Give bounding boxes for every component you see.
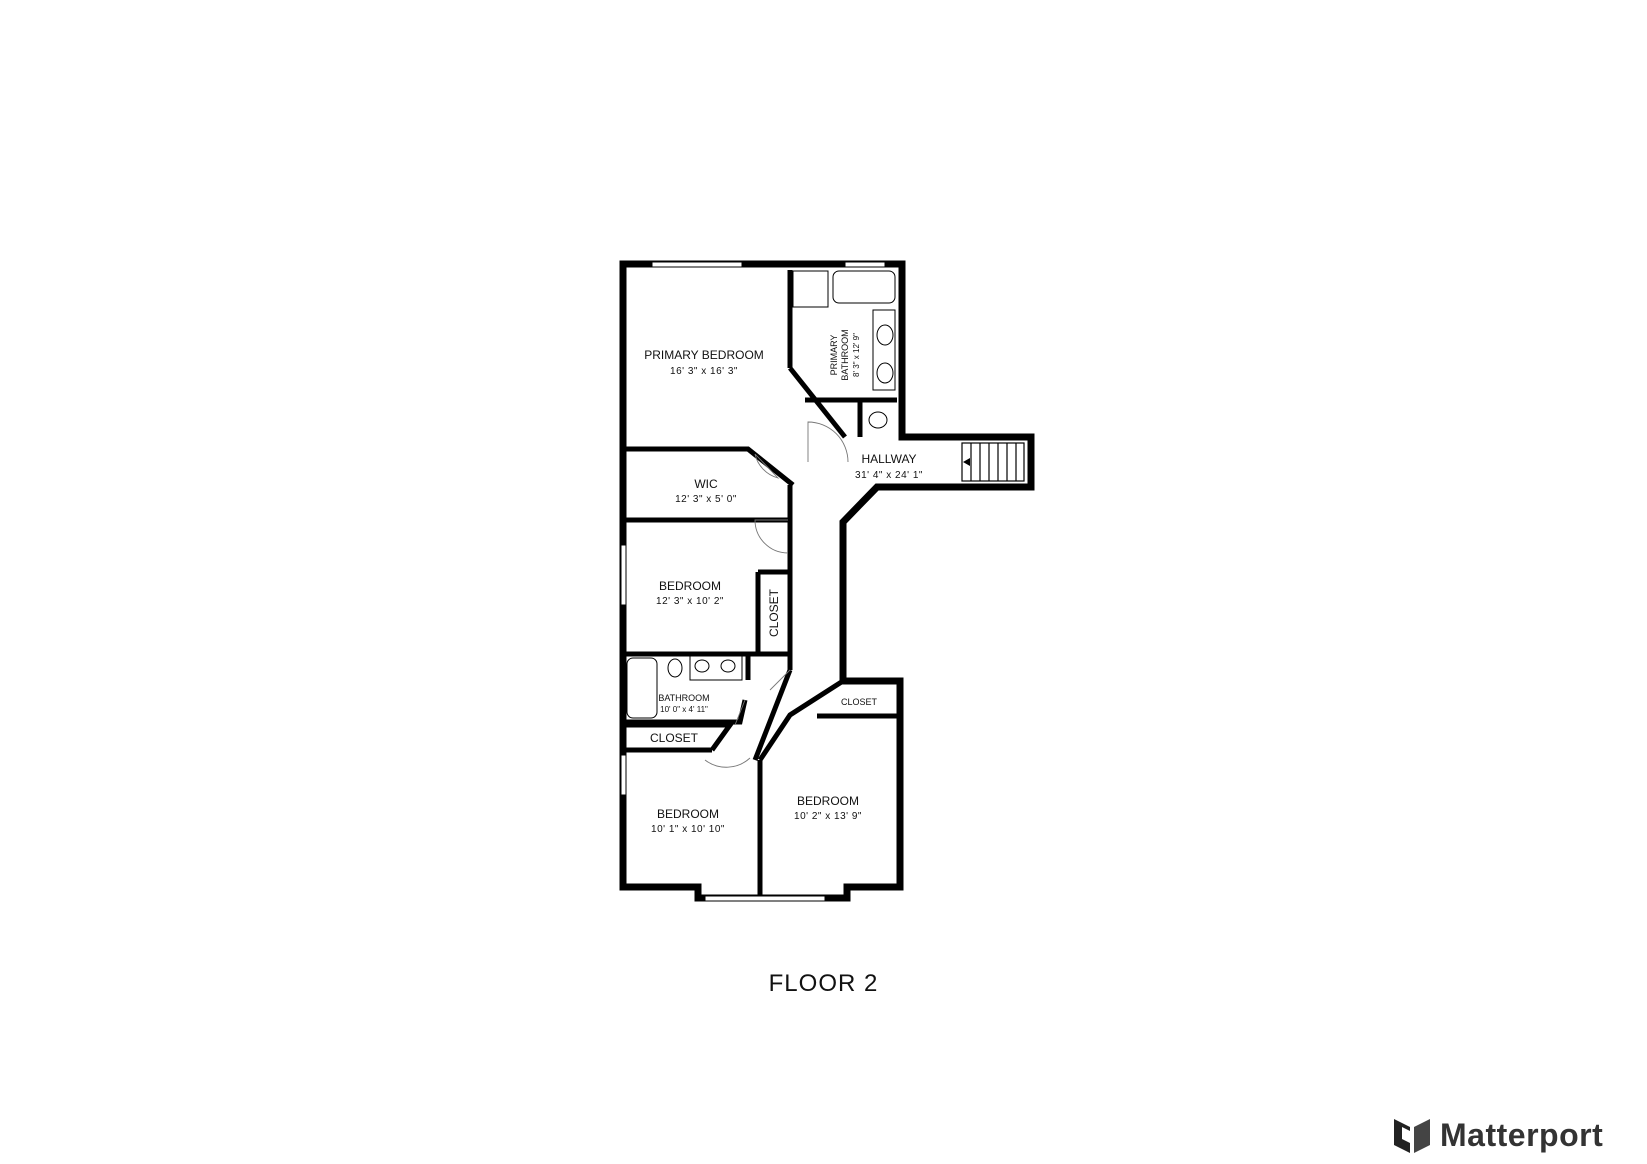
room-dims-bathroom: 10' 0" x 4' 11" bbox=[660, 705, 708, 714]
shower bbox=[792, 270, 829, 308]
brand-logo: Matterport bbox=[1392, 1115, 1603, 1155]
outer-walls bbox=[619, 260, 1035, 902]
room-dims-primary-bathroom: 8' 3" x 12' 9" bbox=[852, 333, 861, 377]
room-name-bedroom-3: BEDROOM bbox=[657, 807, 719, 821]
room-dims-wic: 12' 3" x 5' 0" bbox=[675, 494, 737, 505]
window bbox=[704, 895, 826, 902]
door-swing bbox=[704, 757, 751, 768]
window bbox=[620, 544, 627, 606]
room-labels: PRIMARY BEDROOM 16' 3" x 16' 3" PRIMARY … bbox=[644, 329, 923, 835]
toilet bbox=[667, 658, 683, 678]
matterport-logo-icon bbox=[1394, 1119, 1430, 1153]
room-name-primary-bathroom-line1: PRIMARY bbox=[829, 335, 839, 376]
room-dims-bedroom-2: 12' 3" x 10' 2" bbox=[656, 596, 724, 607]
room-name-primary-bedroom: PRIMARY BEDROOM bbox=[644, 348, 764, 362]
room-name-closet-vertical: CLOSET bbox=[767, 588, 781, 637]
room-dims-hallway: 31' 4" x 24' 1" bbox=[855, 470, 923, 481]
room-name-bathroom: BATHROOM bbox=[658, 693, 709, 703]
door-swing bbox=[734, 699, 746, 726]
room-dims-primary-bedroom: 16' 3" x 16' 3" bbox=[670, 366, 738, 377]
door-swing bbox=[769, 669, 791, 691]
sink bbox=[694, 659, 710, 673]
floor-label: FLOOR 2 bbox=[768, 970, 879, 997]
room-dims-bedroom-4: 10' 2" x 13' 9" bbox=[794, 811, 862, 822]
window bbox=[651, 261, 743, 268]
room-name-primary-bathroom-line2: BATHROOM bbox=[840, 329, 850, 380]
sink bbox=[720, 659, 736, 673]
room-dims-bedroom-3: 10' 1" x 10' 10" bbox=[651, 824, 725, 835]
room-name-closet-right: CLOSET bbox=[841, 697, 878, 707]
doors bbox=[704, 421, 849, 768]
windows bbox=[620, 261, 886, 902]
toilet bbox=[868, 411, 888, 429]
door-swing bbox=[807, 421, 849, 463]
stairs bbox=[961, 442, 1025, 482]
bathtub bbox=[626, 657, 658, 719]
room-name-closet-left: CLOSET bbox=[650, 731, 699, 745]
room-name-bedroom-2: BEDROOM bbox=[659, 579, 721, 593]
window bbox=[844, 261, 886, 268]
interior-walls bbox=[626, 270, 897, 895]
window bbox=[620, 754, 627, 796]
door-swing bbox=[754, 453, 780, 479]
sink bbox=[876, 362, 894, 384]
sink bbox=[876, 324, 894, 346]
bathroom-fixtures bbox=[626, 270, 896, 719]
bathtub bbox=[832, 270, 896, 304]
room-name-hallway: HALLWAY bbox=[861, 452, 916, 466]
brand-name: Matterport bbox=[1440, 1116, 1604, 1153]
room-name-wic: WIC bbox=[694, 477, 718, 491]
room-name-bedroom-4: BEDROOM bbox=[797, 794, 859, 808]
door-swing bbox=[754, 519, 789, 554]
